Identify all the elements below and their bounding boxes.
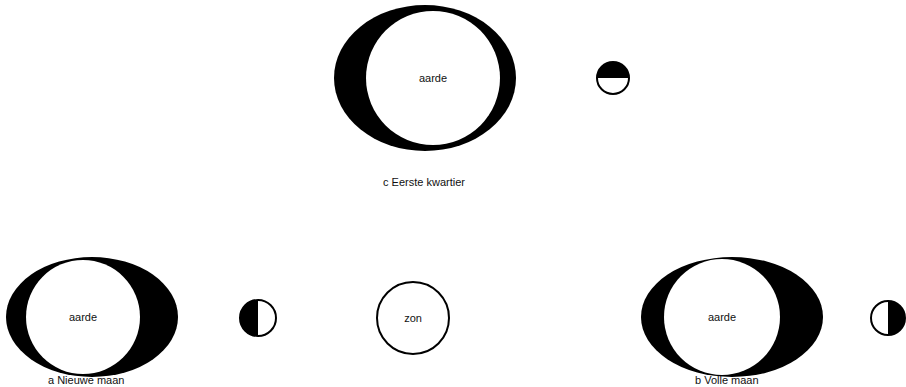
earth-shadow — [641, 257, 823, 377]
sun-disc — [377, 282, 449, 354]
earth-circle: aarde — [640, 256, 824, 378]
phase-caption: a Nieuwe maan — [48, 374, 124, 386]
earth-circle: aarde — [5, 256, 179, 378]
phase-caption: b Volle maan — [695, 374, 759, 386]
earth-shadow — [334, 5, 516, 151]
earth-circle: aarde — [333, 4, 517, 152]
sun-circle: zon — [375, 280, 451, 356]
moon-first-quarter — [597, 62, 629, 94]
moon-new — [240, 300, 276, 336]
earth-disc — [664, 259, 780, 375]
node-label: aarde — [69, 311, 97, 323]
node-label: aarde — [708, 311, 736, 323]
phase-caption: c Eerste kwartier — [383, 176, 465, 188]
node-label: aarde — [419, 72, 447, 84]
earth-shadow — [6, 257, 178, 377]
earth-disc — [26, 260, 140, 374]
node-label: zon — [404, 312, 422, 324]
earth-disc — [366, 11, 500, 145]
moon-full — [871, 301, 905, 335]
